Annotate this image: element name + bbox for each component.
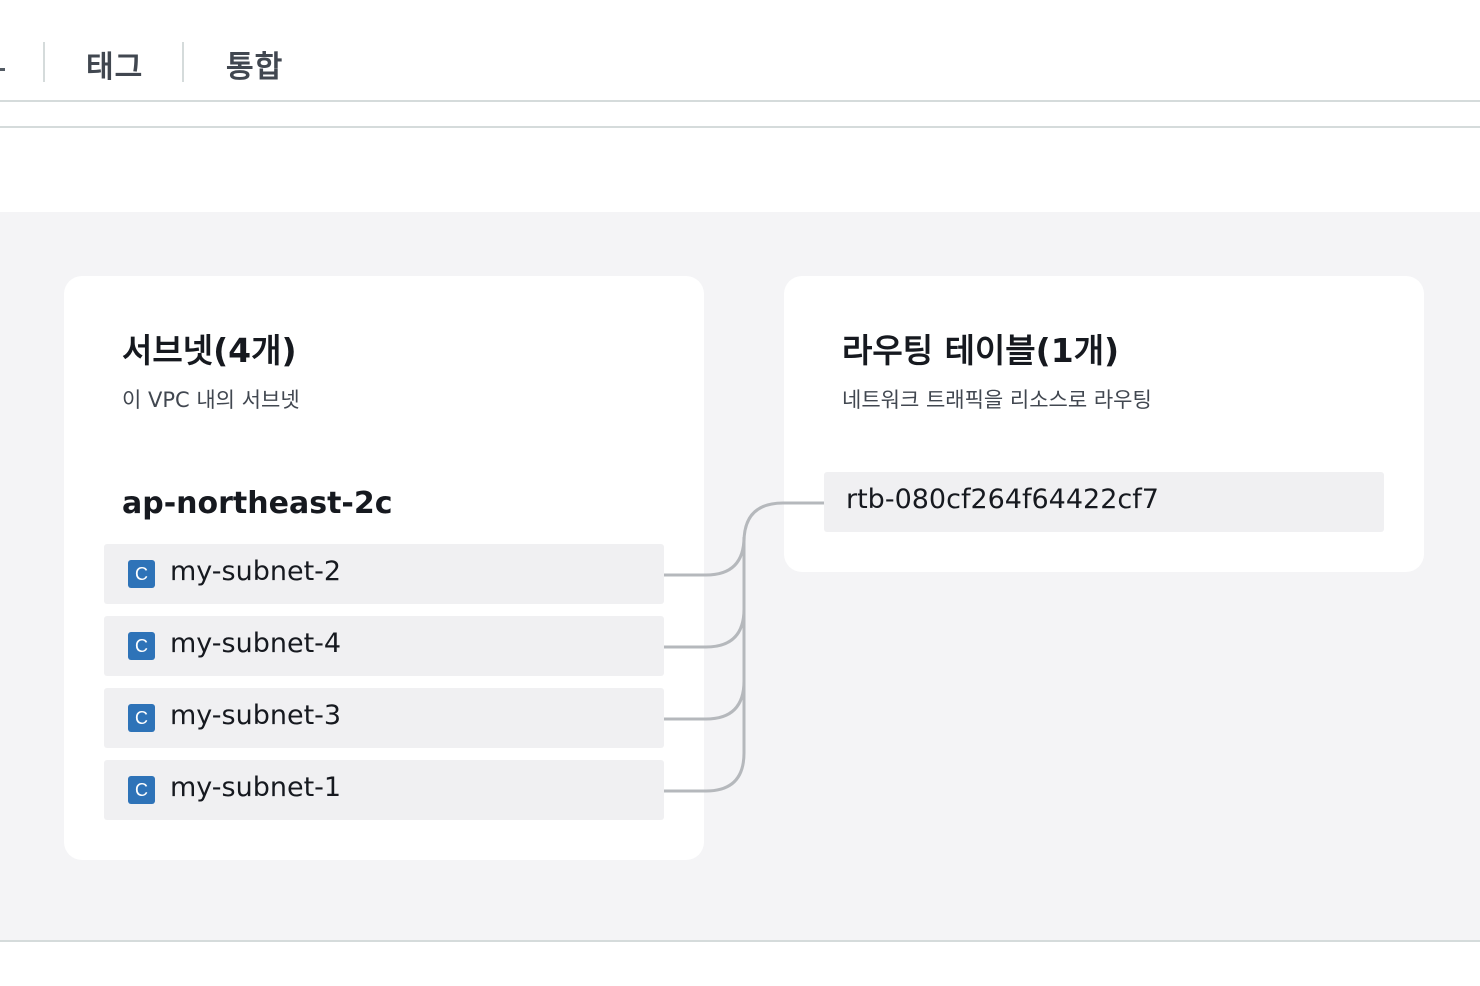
route-table-item[interactable]: rtb-080cf264f64422cf7 (824, 472, 1384, 532)
tab-previous-partial[interactable] (0, 68, 5, 71)
tab-divider (182, 42, 184, 82)
subnet-c-icon: C (128, 632, 155, 660)
tab-divider (43, 42, 45, 82)
route-table-label: rtb-080cf264f64422cf7 (846, 484, 1159, 515)
route-tables-subtitle: 네트워크 트래픽을 리소스로 라우팅 (842, 388, 1152, 412)
route-tables-card: 라우팅 테이블(1개) 네트워크 트래픽을 리소스로 라우팅 rtb-080cf… (784, 276, 1424, 572)
subnets-subtitle: 이 VPC 내의 서브넷 (122, 388, 300, 412)
tab-integrations[interactable]: 통합 (226, 50, 284, 85)
tab-bar: 태그 통합 (0, 0, 1480, 102)
section-divider (0, 126, 1480, 128)
subnets-card: 서브넷(4개) 이 VPC 내의 서브넷 ap-northeast-2c C m… (64, 276, 704, 860)
subnet-c-icon: C (128, 560, 155, 588)
subnet-item-my-subnet-4[interactable]: C my-subnet-4 (104, 616, 664, 676)
route-tables-title: 라우팅 테이블(1개) (842, 331, 1120, 370)
availability-zone-heading: ap-northeast-2c (122, 486, 393, 521)
subnet-item-my-subnet-3[interactable]: C my-subnet-3 (104, 688, 664, 748)
subnet-label: my-subnet-1 (170, 772, 342, 803)
subnet-label: my-subnet-4 (170, 628, 342, 659)
subnet-c-icon: C (128, 704, 155, 732)
subnet-label: my-subnet-2 (170, 556, 342, 587)
resource-map-panel: 서브넷(4개) 이 VPC 내의 서브넷 ap-northeast-2c C m… (0, 212, 1480, 942)
subnet-c-icon: C (128, 776, 155, 804)
subnet-item-my-subnet-1[interactable]: C my-subnet-1 (104, 760, 664, 820)
tab-tags[interactable]: 태그 (86, 50, 144, 85)
subnet-item-my-subnet-2[interactable]: C my-subnet-2 (104, 544, 664, 604)
subnet-label: my-subnet-3 (170, 700, 342, 731)
subnets-title: 서브넷(4개) (122, 331, 297, 370)
